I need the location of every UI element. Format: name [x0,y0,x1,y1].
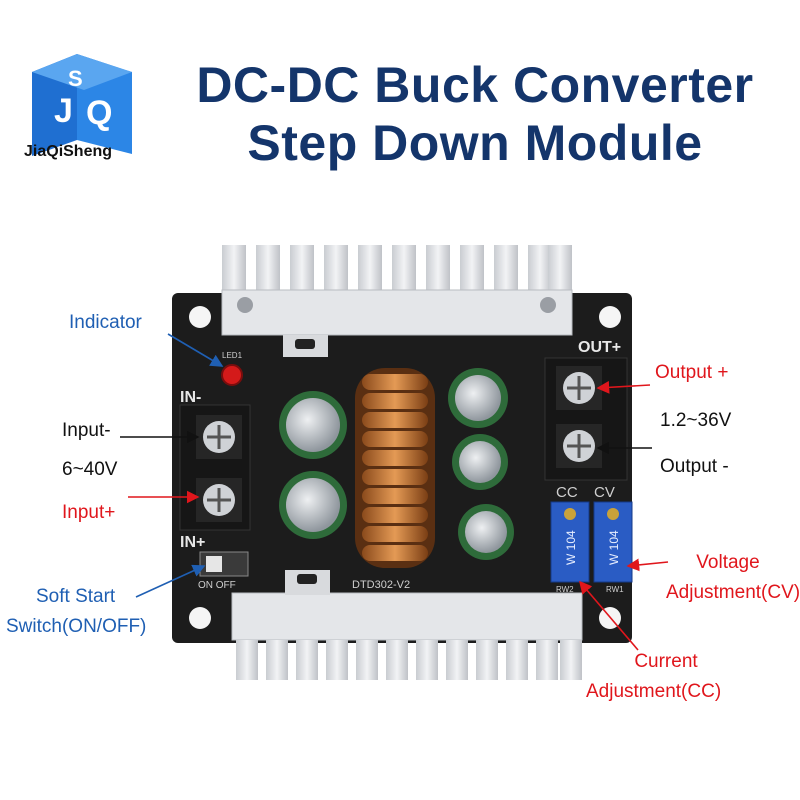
silk-out-plus: OUT+ [578,339,621,356]
label-voltage-1: Voltage [696,552,760,573]
voltage-arrow [626,558,669,572]
silk-switch: ON OFF [198,580,236,591]
bottom-heatsink [231,570,583,680]
label-input-minus: Input- [62,420,111,441]
label-voltage-2: Adjustment(CV) [666,582,800,603]
capacitors [279,368,514,560]
potentiometers [550,501,633,583]
label-output-minus: Output - [660,456,729,477]
silk-cv: CV [594,484,615,501]
silk-rw1: RW1 [606,585,624,594]
pot-cc-text: W 104 [564,530,578,565]
inductor-coil [355,368,435,568]
label-current-2: Adjustment(CC) [586,681,722,702]
silk-in-minus: IN- [180,389,201,406]
led-indicator [221,364,243,386]
page-title-line-1: DC-DC Buck Converter [196,57,754,113]
label-output-plus: Output + [655,362,729,383]
pot-cv-text: W 104 [607,530,621,565]
label-input-range: 6~40V [62,459,118,480]
label-output-range: 1.2~36V [660,410,732,431]
label-soft-start-2: Switch(ON/OFF) [6,616,147,637]
current-arrow [578,580,639,651]
silk-led: LED1 [222,351,243,360]
silk-in-plus: IN+ [180,534,205,551]
svg-text:J: J [54,92,73,130]
silk-cc: CC [556,484,578,501]
input-terminal-block [179,404,251,531]
output-plus-arrow [596,380,651,394]
label-indicator: Indicator [69,312,142,333]
output-terminal-block [544,357,628,481]
indicator-arrow [167,333,224,367]
svg-text:Q: Q [86,94,112,132]
brand-logo-icon: J Q S [32,54,132,156]
label-soft-start-1: Soft Start [36,586,116,607]
label-current-1: Current [634,651,698,672]
silk-model: DTD302-V2 [352,579,410,591]
soft-start-arrow [135,564,206,598]
page-title-line-2: Step Down Module [247,115,703,171]
svg-text:S: S [68,66,83,91]
brand-name: JiaQiSheng [24,143,113,160]
label-input-plus: Input+ [62,502,116,523]
silk-rw2: RW2 [556,585,574,594]
